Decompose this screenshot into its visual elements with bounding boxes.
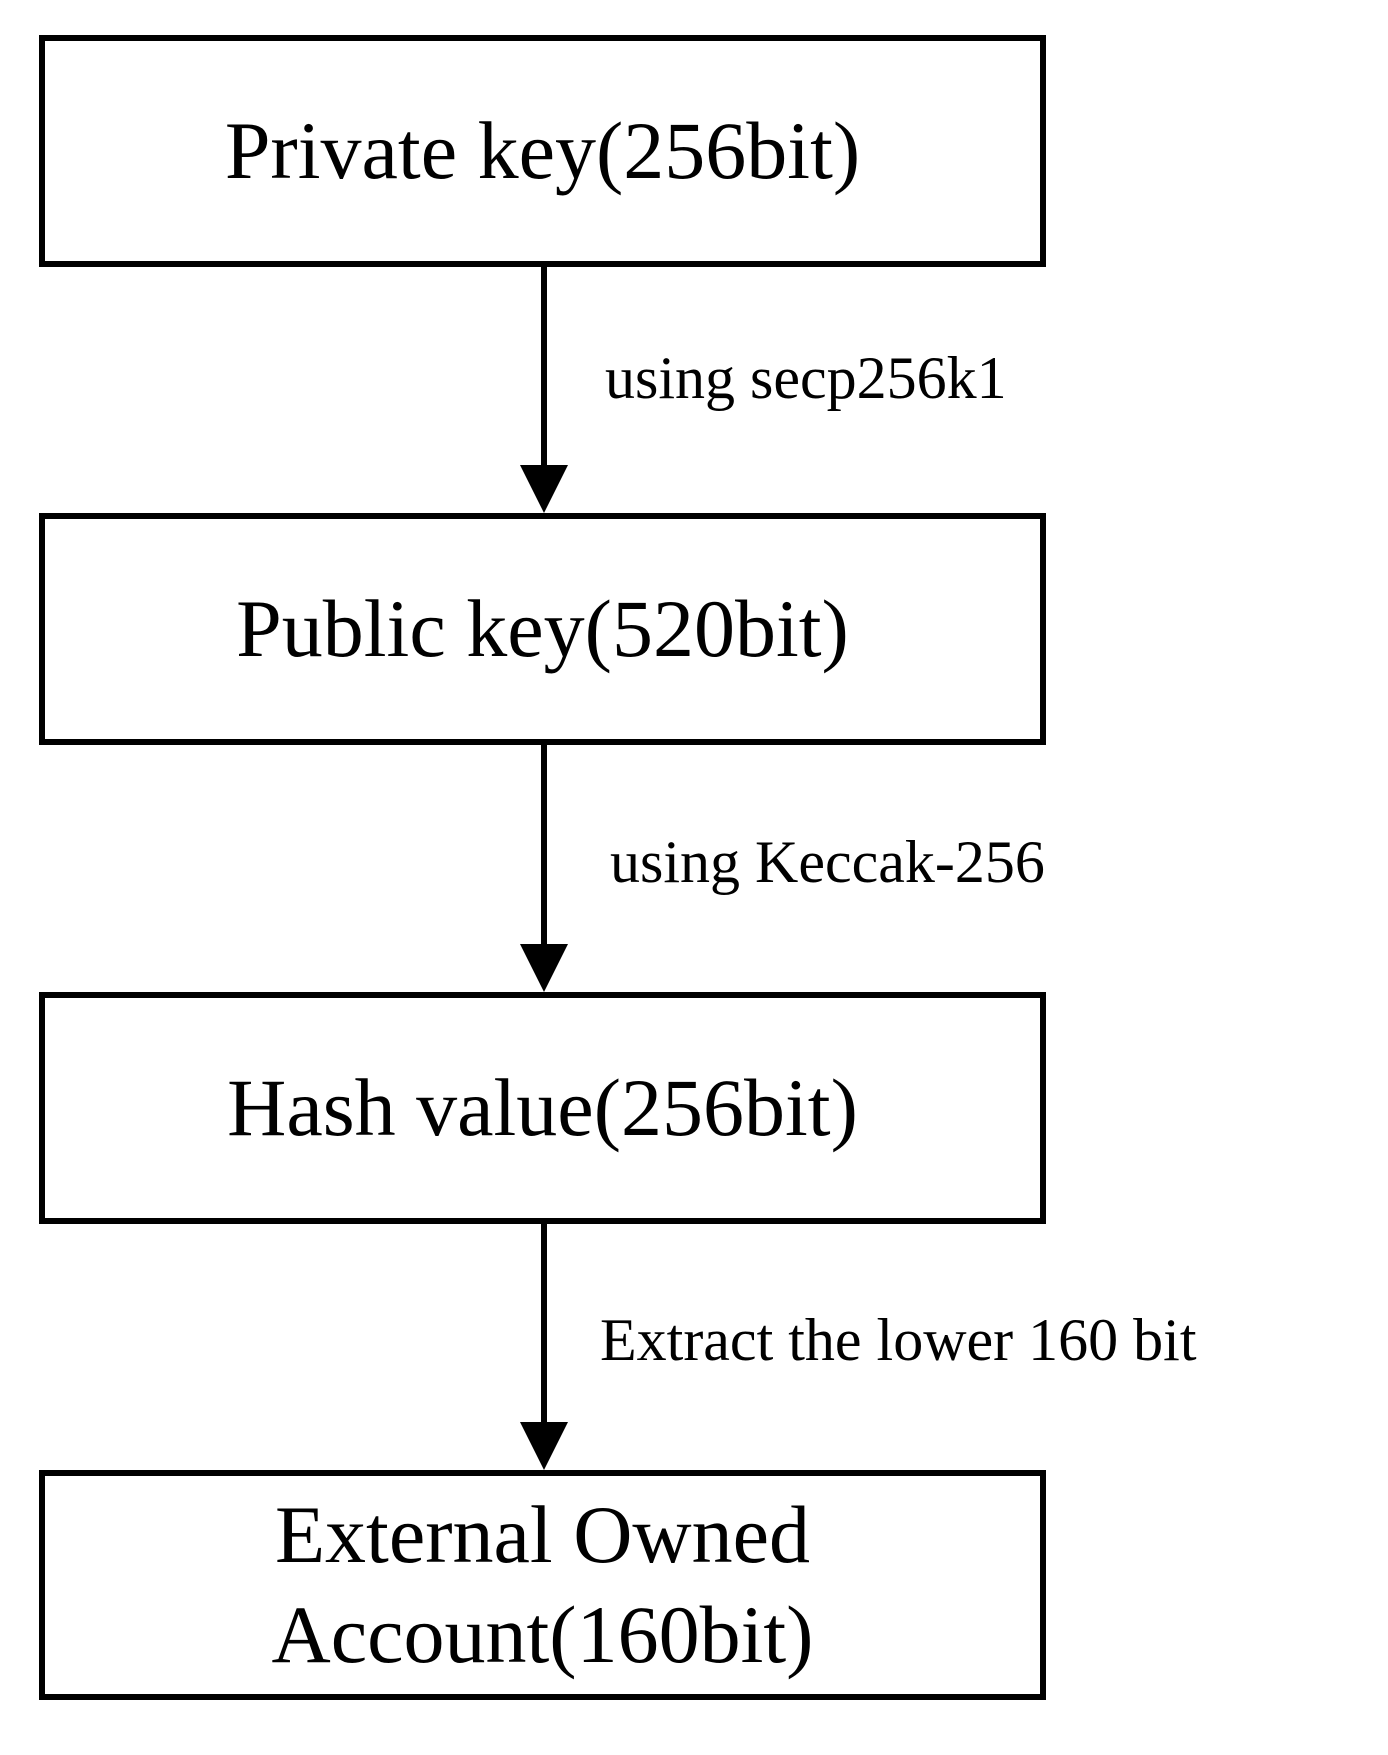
arrowhead-icon bbox=[520, 1422, 568, 1470]
private-key-box: Private key(256bit) bbox=[39, 35, 1046, 267]
external-owned-account-box: External Owned Account(160bit) bbox=[39, 1470, 1046, 1700]
arrow-public-to-hash bbox=[520, 745, 568, 992]
arrowhead-icon bbox=[520, 944, 568, 992]
private-key-label: Private key(256bit) bbox=[224, 104, 861, 196]
arrow-private-to-public bbox=[520, 267, 568, 513]
public-key-label: Public key(520bit) bbox=[236, 582, 849, 674]
hash-value-label: Hash value(256bit) bbox=[227, 1061, 858, 1153]
arrowhead-icon bbox=[520, 465, 568, 513]
edge-label-keccak: using Keccak-256 bbox=[610, 829, 1045, 895]
hash-value-box: Hash value(256bit) bbox=[39, 992, 1046, 1224]
edge-label-secp256k1: using secp256k1 bbox=[605, 345, 1007, 411]
external-owned-account-label: External Owned Account(160bit) bbox=[271, 1488, 814, 1680]
arrow-hash-to-account bbox=[520, 1224, 568, 1470]
edge-label-extract: Extract the lower 160 bit bbox=[600, 1307, 1197, 1373]
public-key-box: Public key(520bit) bbox=[39, 513, 1046, 745]
